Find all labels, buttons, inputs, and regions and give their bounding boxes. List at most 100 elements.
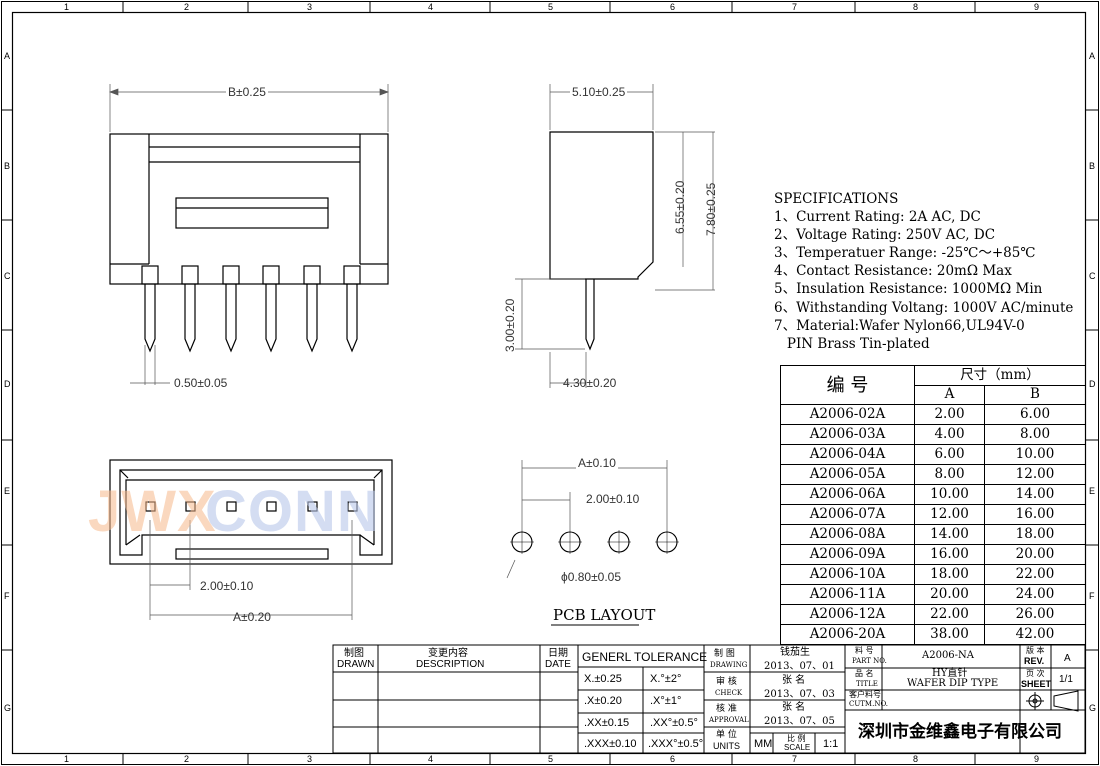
table-cell-part: A2006-09A — [780, 544, 915, 565]
tolerance-linear-1: X.±0.25 — [584, 673, 622, 685]
sheet-value: 1/1 — [1059, 674, 1073, 685]
check-date: 2013、07、03 — [764, 689, 835, 700]
approval-label-en: APPROVAL — [709, 716, 749, 724]
table-cell-a: 20.00 — [914, 584, 985, 605]
side-view — [549, 131, 654, 351]
tolerance-linear-2: .X±0.20 — [584, 695, 622, 707]
table-cell-a: 16.00 — [914, 544, 985, 565]
zone-label-bottom-1: 1 — [64, 754, 70, 764]
drawn-label-en: DRAWN — [337, 659, 375, 670]
table-cell-a: 2.00 — [914, 404, 985, 425]
zone-label-top-7: 7 — [792, 2, 798, 12]
title-label-en: TITLE — [856, 680, 878, 688]
table-cell-part: A2006-20A — [780, 624, 915, 645]
scale-value: 1:1 — [823, 738, 839, 750]
dim-pin-offset: 4.30±0.20 — [563, 376, 617, 390]
zone-label-bottom-2: 2 — [184, 754, 190, 764]
table-header-a: A — [914, 384, 985, 405]
dim-side-height-1: 6.55±0.20 — [673, 180, 687, 234]
drawing-date: 2013、07、01 — [764, 661, 835, 672]
dim-side-height-2: 7.80±0.25 — [704, 182, 718, 236]
drawing-label-en: DRAWING — [710, 661, 748, 669]
dim-pin-width: 0.50±0.05 — [174, 376, 228, 390]
tolerance-linear-3: .XX±0.15 — [584, 717, 630, 729]
zone-label-left-e: E — [4, 486, 11, 496]
top-dimension-lines — [149, 520, 353, 620]
spec-line-7: 7、Material:Wafer Nylon66,UL94V-0 — [774, 318, 1025, 334]
title-label-cn: 品 名 — [855, 669, 874, 678]
tolerance-title: GENERL TOLERANCE — [582, 650, 708, 664]
sheet-label-cn: 页 次 — [1026, 669, 1045, 678]
tolerance-angular-1: X.°±2° — [650, 673, 682, 685]
spec-line-8: PIN Brass Tin-plated — [774, 336, 930, 352]
zone-label-bottom-8: 8 — [913, 754, 919, 764]
zone-label-bottom-5: 5 — [548, 754, 554, 764]
zone-label-top-8: 8 — [913, 2, 919, 12]
check-label-en: CHECK — [715, 689, 743, 697]
specifications-heading: SPECIFICATIONS — [774, 191, 899, 207]
spec-line-5: 5、Insulation Resistance: 1000MΩ Min — [774, 281, 1043, 297]
pcb-dimension-lines — [506, 460, 668, 579]
table-cell-b: 16.00 — [984, 504, 1086, 525]
table-cell-b: 12.00 — [984, 464, 1086, 485]
table-cell-part: A2006-04A — [780, 444, 915, 465]
approval-date: 2013、07、05 — [764, 716, 835, 727]
table-cell-part: A2006-08A — [780, 524, 915, 545]
spec-line-6: 6、Withstanding Voltang: 1000V AC/minute — [774, 300, 1074, 316]
table-cell-a: 22.00 — [914, 604, 985, 625]
table-cell-b: 42.00 — [984, 624, 1086, 645]
table-header-b: B — [984, 384, 1086, 405]
spec-line-4: 4、Contact Resistance: 20mΩ Max — [774, 263, 1012, 279]
dim-pcb-span: A±0.10 — [576, 456, 618, 470]
zone-label-left-a: A — [4, 51, 11, 61]
dim-pin-length: 3.00±0.20 — [503, 298, 517, 352]
table-cell-b: 24.00 — [984, 584, 1086, 605]
table-cell-a: 10.00 — [914, 484, 985, 505]
dim-front-width: B±0.25 — [226, 85, 268, 99]
table-cell-part: A2006-12A — [780, 604, 915, 625]
table-cell-a: 6.00 — [914, 444, 985, 465]
side-dimension-lines — [515, 84, 715, 388]
zone-label-left-f: F — [4, 591, 10, 601]
front-view — [109, 133, 389, 353]
watermark-logo-left: JWX — [88, 479, 217, 544]
tolerance-angular-2: .X°±1° — [650, 695, 682, 707]
table-header-part-no: 编 号 — [780, 365, 915, 405]
spec-line-2: 2、Voltage Rating: 250V AC, DC — [774, 227, 996, 243]
table-cell-b: 22.00 — [984, 564, 1086, 585]
top-view — [109, 459, 393, 565]
units-value: MM — [754, 738, 773, 750]
zone-label-right-f: F — [1089, 591, 1095, 601]
table-cell-a: 4.00 — [914, 424, 985, 445]
table-cell-part: A2006-05A — [780, 464, 915, 485]
pcb-layout-title: PCB LAYOUT — [553, 606, 656, 624]
zone-label-left-d: D — [4, 379, 11, 389]
scale-label-cn: 比 例 — [787, 734, 806, 743]
scale-label-en: SCALE — [784, 743, 811, 752]
dim-top-pitch: 2.00±0.10 — [200, 579, 254, 593]
units-label-cn: 单 位 — [716, 730, 737, 740]
table-cell-b: 14.00 — [984, 484, 1086, 505]
tolerance-angular-3: .XX°±0.5° — [650, 717, 698, 729]
zone-label-left-g: G — [4, 703, 12, 713]
approval-name: 张 名 — [782, 702, 806, 713]
table-cell-part: A2006-02A — [780, 404, 915, 425]
zone-label-left-b: B — [4, 161, 11, 171]
approval-label-cn: 核 准 — [716, 704, 737, 714]
zone-label-top-6: 6 — [670, 2, 676, 12]
zone-label-bottom-3: 3 — [307, 754, 313, 764]
rev-label-en: REV. — [1024, 656, 1045, 666]
zone-label-right-b: B — [1089, 161, 1096, 171]
tolerance-linear-4: .XXX±0.10 — [584, 738, 637, 750]
